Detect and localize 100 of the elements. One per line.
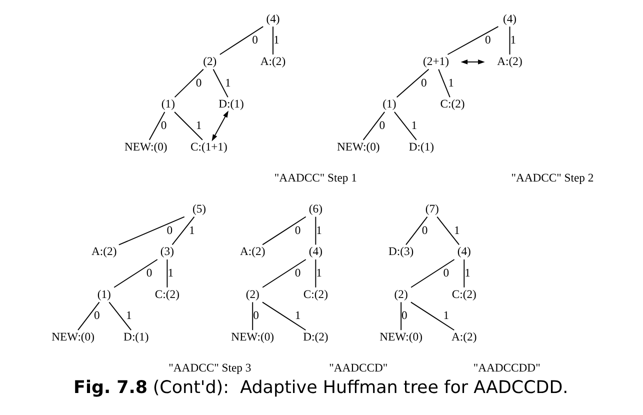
- edge-label: 1: [168, 266, 174, 280]
- connector: [114, 259, 158, 288]
- connector: [172, 216, 195, 246]
- node-text: NEW:(0): [380, 330, 422, 344]
- edge-label: 1: [224, 76, 231, 90]
- node-text: (3): [160, 245, 174, 258]
- connector: [410, 259, 455, 288]
- node-text: (2): [394, 288, 408, 301]
- edge-label: 0: [294, 266, 301, 280]
- edge-label: 1: [189, 224, 195, 237]
- node-text: (6): [308, 202, 322, 216]
- node-text: A:(2): [260, 54, 286, 68]
- node-text: C:(2): [452, 288, 476, 301]
- connector: [464, 259, 465, 288]
- edge-label: 1: [273, 34, 280, 47]
- node-text: A:(2): [497, 54, 522, 68]
- edge-label: 0: [160, 118, 167, 132]
- connector: [315, 259, 316, 288]
- connector: [272, 26, 274, 55]
- edge-label: 0: [379, 118, 386, 132]
- edge-label: 0: [294, 224, 301, 237]
- edge-label: 1: [454, 224, 460, 237]
- edge-label: 0: [252, 34, 258, 47]
- connector: [174, 112, 203, 140]
- connector: [166, 259, 168, 288]
- edge-label: 1: [126, 309, 132, 322]
- connector: [410, 302, 455, 331]
- node-text: C:(2): [303, 288, 328, 301]
- connector: [262, 302, 306, 331]
- node-text: (4): [457, 245, 471, 258]
- node-text: D:(1): [218, 98, 244, 111]
- connector: [447, 26, 499, 55]
- connector: [78, 302, 100, 331]
- node-text: NEW:(0): [124, 140, 168, 154]
- node-text: (1): [161, 98, 175, 111]
- edge-label: 0: [94, 309, 100, 322]
- connector: [212, 68, 228, 98]
- label: "AADCC" Step 2: [511, 171, 594, 184]
- edge-label: 1: [464, 266, 470, 280]
- node-text: (4): [308, 245, 322, 258]
- edge-label: 1: [316, 266, 322, 280]
- connector: [315, 216, 316, 246]
- node-text: (4): [266, 12, 280, 26]
- connector: [436, 216, 460, 246]
- node-text: (1): [97, 288, 111, 301]
- connector: [118, 216, 185, 246]
- edge-label: 0: [253, 309, 259, 322]
- caption: Fig. 7.8 (Cont'd): Adaptive Huffman tree for AADCCDD.: [74, 378, 568, 398]
- edge-label: 1: [510, 34, 516, 47]
- connector: [148, 112, 166, 140]
- edge-label: 0: [146, 266, 152, 280]
- edge-label: 1: [443, 309, 450, 322]
- node-text: (7): [425, 202, 439, 216]
- edge-label: 1: [316, 224, 322, 237]
- node-text: (2): [246, 288, 260, 301]
- node-text: D:(2): [303, 330, 328, 344]
- connector: [262, 259, 306, 288]
- connector: [252, 302, 254, 331]
- node-text: C:(2): [154, 288, 180, 301]
- connector: [219, 26, 264, 55]
- node-text: A:(2): [452, 330, 477, 344]
- node-text: D:(1): [408, 140, 434, 154]
- node-text: D:(1): [124, 330, 149, 344]
- connector: [108, 302, 132, 331]
- edge-label: 0: [402, 309, 408, 322]
- node-text: (5): [192, 202, 206, 216]
- edge-label: 1: [196, 118, 202, 132]
- node-text: C:(1+1): [190, 140, 228, 154]
- edge-label: 0: [166, 224, 173, 237]
- node-text: A:(2): [240, 245, 266, 258]
- label: "AADCCD": [329, 362, 388, 375]
- node-text: A:(2): [92, 245, 117, 258]
- edge-label: 0: [420, 76, 427, 90]
- node-text: (2): [203, 54, 217, 68]
- node-text: NEW:(0): [52, 330, 94, 344]
- edge-label: 0: [443, 266, 450, 280]
- connector: [406, 216, 428, 246]
- connector: [362, 112, 386, 140]
- edge-label: 1: [448, 76, 454, 90]
- edge-label: 0: [485, 34, 491, 47]
- connector: [396, 68, 430, 98]
- arrow: [212, 110, 228, 142]
- label: "AADCC" Step 1: [274, 171, 357, 184]
- node-text: D:(3): [388, 245, 414, 258]
- arrow: [460, 60, 485, 64]
- connector: [394, 112, 417, 140]
- edge-label: 0: [196, 76, 202, 90]
- label: "AADCCDD": [473, 362, 540, 375]
- node-text: C:(2): [440, 98, 465, 111]
- node-text: NEW:(0): [336, 140, 380, 154]
- connector: [174, 68, 204, 98]
- connector: [509, 26, 510, 55]
- edge-label: 1: [411, 118, 418, 132]
- node-text: (1): [382, 98, 396, 111]
- edge-label: 1: [294, 309, 301, 322]
- edge-label: 0: [422, 224, 428, 237]
- connector: [400, 302, 402, 331]
- connector: [438, 68, 450, 98]
- node-text: (2+1): [423, 54, 449, 68]
- node-text: (4): [502, 12, 517, 26]
